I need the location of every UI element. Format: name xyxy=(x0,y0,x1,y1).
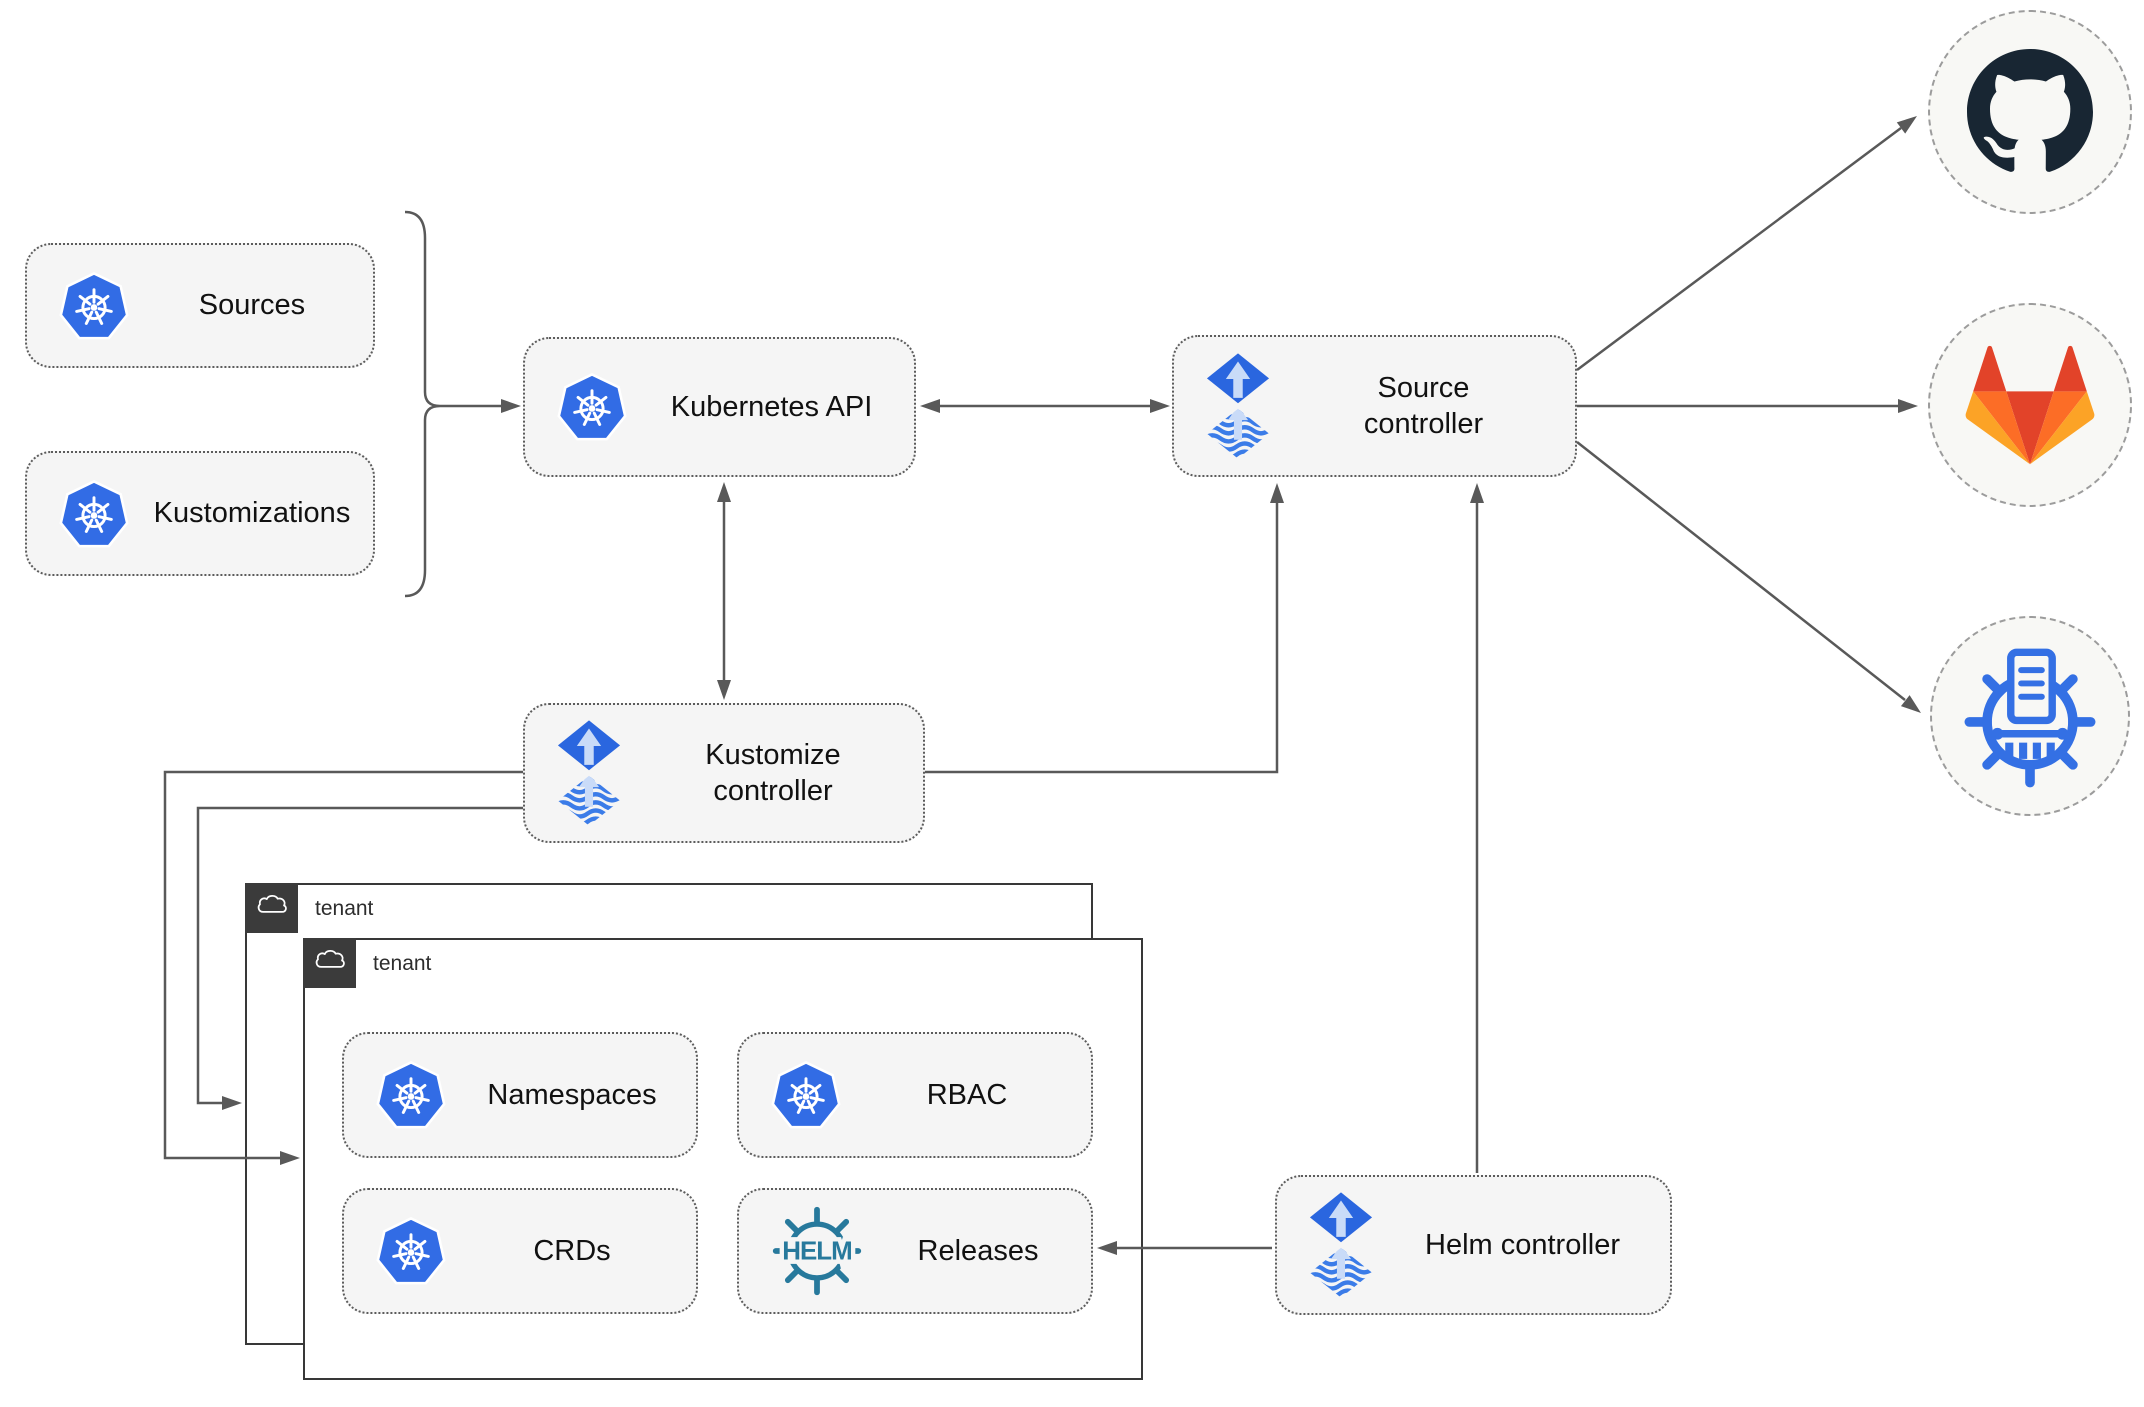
source-controller-box: Source controller xyxy=(1172,335,1577,477)
chartmuseum-circle xyxy=(1930,616,2130,816)
cloud-icon xyxy=(257,895,287,913)
releases-label: Releases xyxy=(917,1234,1039,1267)
cloud-icon xyxy=(256,893,288,923)
kubernetes-icon xyxy=(376,1061,446,1129)
kustomize-controller-label: Kustomize controller xyxy=(705,738,841,807)
chartmuseum-icon xyxy=(1964,648,2096,788)
crds-label: CRDs xyxy=(533,1234,611,1267)
tenant-outer-label: tenant xyxy=(315,897,374,920)
flux-icon xyxy=(1204,352,1272,460)
kubernetes-icon xyxy=(769,1057,843,1133)
group-brace xyxy=(404,210,441,598)
rbac-box: RBAC xyxy=(737,1032,1093,1158)
kubernetes-api-box: Kubernetes API xyxy=(523,337,916,477)
flux-icon xyxy=(555,719,623,827)
kustomize-controller-box: Kustomize controller xyxy=(523,703,925,843)
rbac-label: RBAC xyxy=(926,1078,1008,1111)
kubernetes-icon xyxy=(374,1213,448,1289)
kubernetes-icon xyxy=(557,373,627,441)
flux-icon xyxy=(1309,1192,1373,1298)
source-controller-label: Source controller xyxy=(1363,371,1484,440)
kubernetes-icon xyxy=(771,1061,841,1129)
kubernetes-icon xyxy=(57,476,131,552)
kubernetes-icon xyxy=(59,271,129,339)
kubernetes-icon xyxy=(555,369,629,445)
gitlab-circle xyxy=(1928,303,2132,507)
kubernetes-icon xyxy=(374,1057,448,1133)
gitlab-icon xyxy=(1965,345,2095,465)
kubernetes-api-label: Kubernetes API xyxy=(670,390,873,423)
flux-icon xyxy=(1206,353,1270,459)
kubernetes-icon xyxy=(57,268,131,344)
cloud-icon xyxy=(315,950,345,968)
tenant-tab xyxy=(245,883,298,933)
helm-logo-text: HELM xyxy=(782,1238,852,1266)
github-icon xyxy=(1967,49,2093,172)
sources-box: Sources xyxy=(25,243,375,368)
kustomizations-label: Kustomizations xyxy=(153,497,351,530)
crds-box: CRDs xyxy=(342,1188,698,1314)
helm-icon: HELM xyxy=(769,1203,865,1299)
flux-icon xyxy=(557,720,621,826)
releases-box: HELM Releases xyxy=(737,1188,1093,1314)
kustomizations-box: Kustomizations xyxy=(25,451,375,576)
namespaces-box: Namespaces xyxy=(342,1032,698,1158)
flux-icon xyxy=(1307,1191,1375,1299)
kubernetes-icon xyxy=(376,1217,446,1285)
namespaces-label: Namespaces xyxy=(487,1078,657,1111)
github-circle xyxy=(1928,10,2132,214)
kubernetes-icon xyxy=(59,479,129,547)
cloud-icon xyxy=(314,948,346,978)
tenant-tab xyxy=(303,938,356,988)
tenant-inner-label: tenant xyxy=(373,952,432,975)
sources-label: Sources xyxy=(198,289,306,322)
helm-controller-label: Helm controller xyxy=(1425,1228,1620,1261)
helm-controller-box: Helm controller xyxy=(1275,1175,1672,1315)
